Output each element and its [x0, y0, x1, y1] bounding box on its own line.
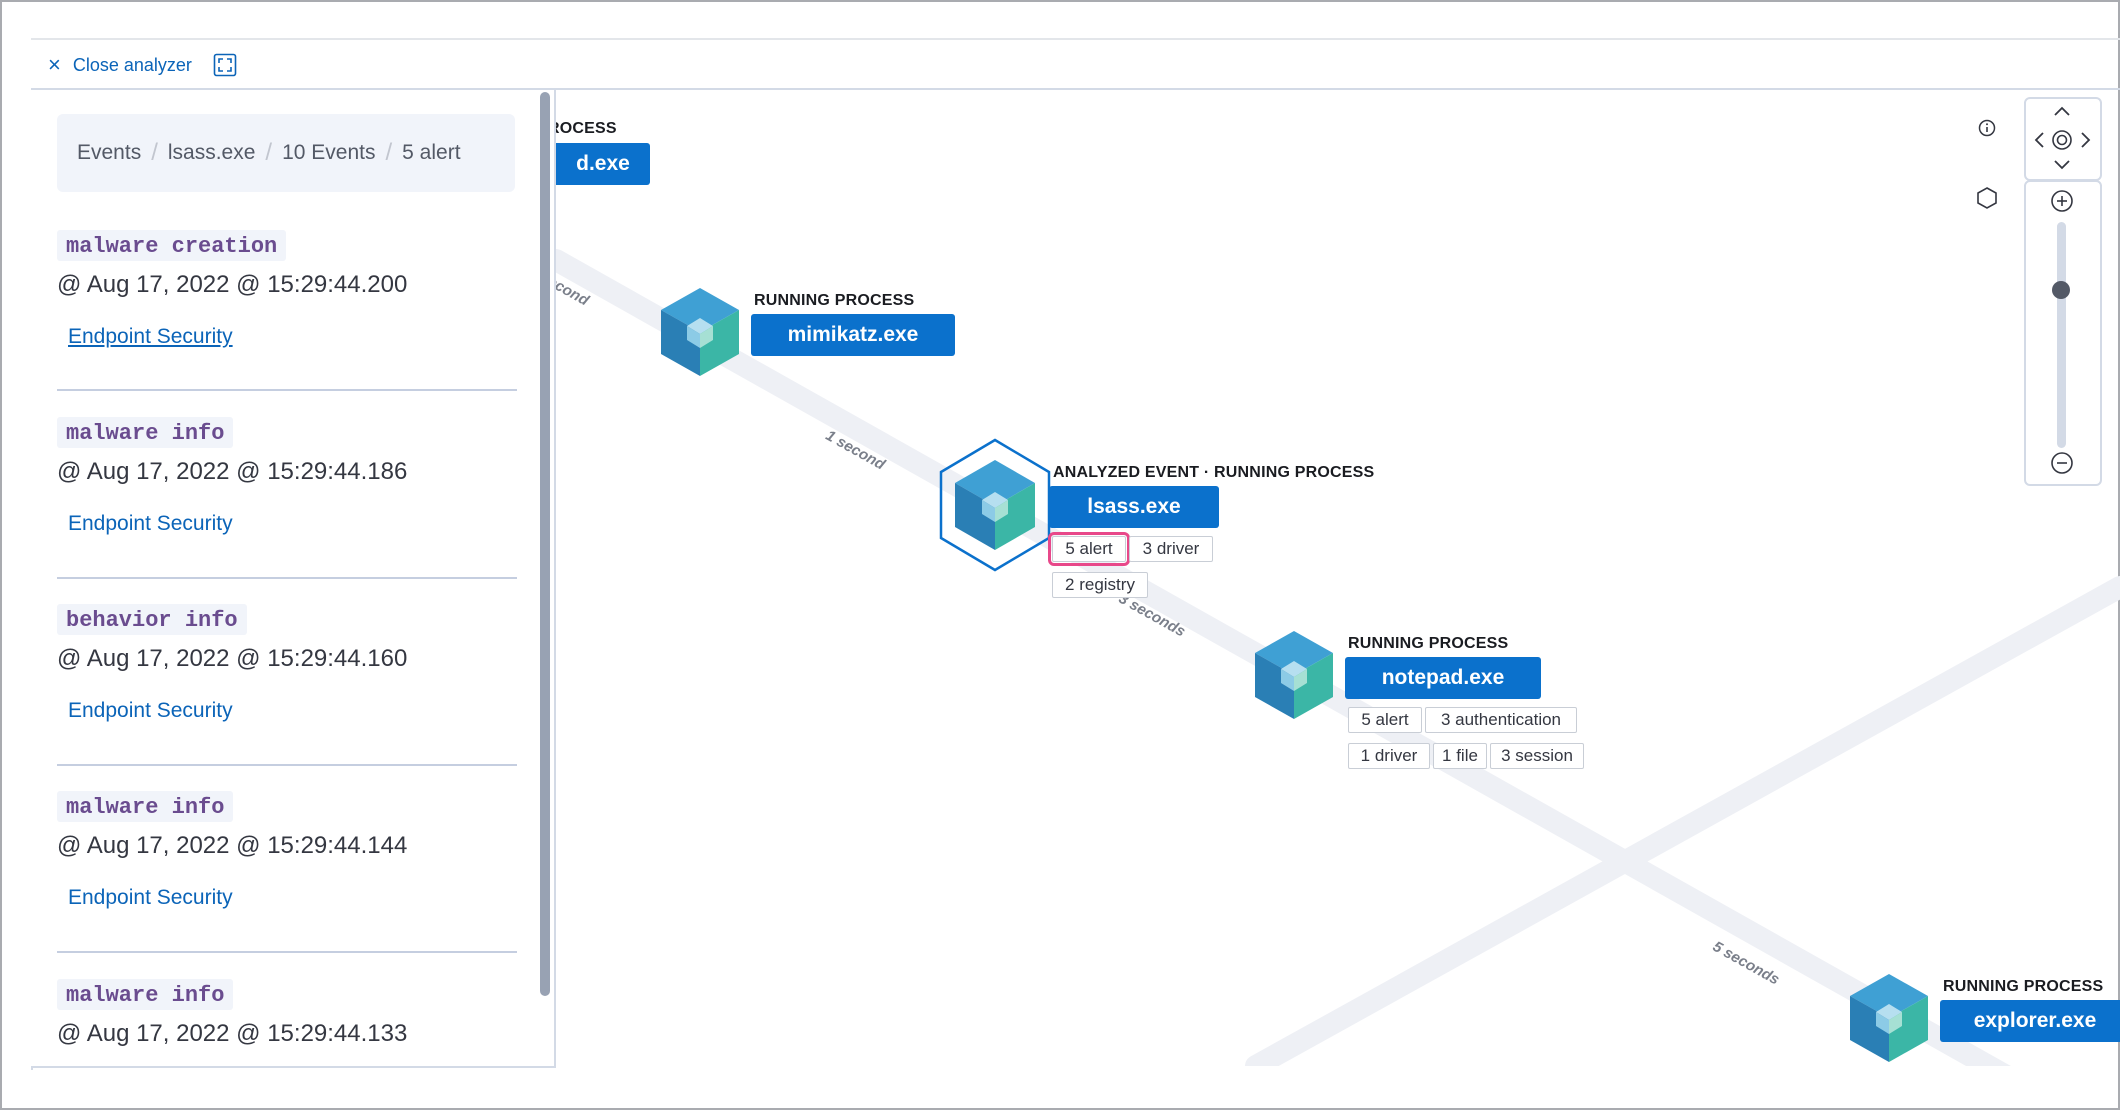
event-source-link[interactable]: Endpoint Security: [68, 325, 233, 348]
info-button[interactable]: [1975, 116, 1999, 140]
event-pill-file[interactable]: 1 file: [1433, 743, 1487, 769]
close-analyzer-label: Close analyzer: [72, 54, 192, 75]
center-button[interactable]: [2049, 127, 2075, 153]
breadcrumb-item-category: 5 alert: [402, 141, 461, 164]
event-timestamp: @ Aug 17, 2022 @ 15:29:44.144: [57, 832, 408, 859]
event-item: malware info @ Aug 17, 2022 @ 15:29:44.1…: [57, 417, 517, 536]
zoom-slider-handle[interactable]: [2052, 280, 2070, 299]
center-icon: [2052, 130, 2072, 150]
close-icon: ×: [48, 52, 61, 77]
breadcrumb-item-event-count[interactable]: 10 Events: [282, 141, 376, 164]
event-source-link[interactable]: Endpoint Security: [68, 886, 233, 909]
process-graph[interactable]: econd 1 second 3 seconds 5 seconds ROCES…: [556, 90, 2120, 1066]
pan-up-icon: [2054, 106, 2070, 116]
event-pill-driver[interactable]: 3 driver: [1129, 536, 1213, 562]
process-cube-icon[interactable]: [659, 286, 741, 378]
close-analyzer-button[interactable]: × Close analyzer: [44, 53, 196, 78]
event-timestamp: @ Aug 17, 2022 @ 15:29:44.160: [57, 645, 408, 672]
event-timestamp: @ Aug 17, 2022 @ 15:29:44.200: [57, 271, 408, 298]
pan-down-icon: [2054, 160, 2070, 170]
event-pill-alert[interactable]: 5 alert: [1048, 532, 1130, 566]
panel-scrollbar[interactable]: [540, 92, 550, 996]
zoom-out-icon: [2051, 452, 2073, 474]
breadcrumb: Events / lsass.exe / 10 Events / 5 alert: [57, 114, 515, 192]
event-pill-driver[interactable]: 1 driver: [1348, 743, 1430, 769]
fullscreen-icon: [213, 53, 237, 77]
event-timestamp: @ Aug 17, 2022 @ 15:29:44.133: [57, 1020, 408, 1047]
zoom-in-button[interactable]: [2049, 188, 2075, 214]
node-title: ROCESS: [556, 120, 617, 137]
event-divider: [57, 389, 517, 391]
breadcrumb-item-events[interactable]: Events: [77, 141, 142, 164]
breadcrumb-item-process[interactable]: lsass.exe: [167, 141, 256, 164]
process-cube-icon[interactable]: [1848, 972, 1930, 1064]
hexagon-icon: [1977, 187, 1997, 209]
process-node-button[interactable]: mimikatz.exe: [751, 314, 955, 356]
event-item: malware info @ Aug 17, 2022 @ 15:29:44.1…: [57, 791, 517, 910]
node-title: RUNNING PROCESS: [1943, 978, 2104, 995]
event-item: malware creation @ Aug 17, 2022 @ 15:29:…: [57, 230, 517, 349]
event-item: malware info @ Aug 17, 2022 @ 15:29:44.1…: [57, 979, 517, 1048]
node-title: ANALYZED EVENT · RUNNING PROCESS: [1053, 464, 1375, 481]
pan-right-button[interactable]: [2077, 128, 2095, 152]
process-name: explorer.exe: [1973, 1009, 2097, 1032]
schema-info-button[interactable]: [1974, 185, 2000, 211]
zoom-in-icon: [2051, 190, 2073, 212]
process-name: lsass.exe: [1087, 495, 1181, 518]
event-source-link[interactable]: Endpoint Security: [68, 699, 233, 722]
event-item: behavior info @ Aug 17, 2022 @ 15:29:44.…: [57, 604, 517, 723]
event-pill-authentication[interactable]: 3 authentication: [1425, 707, 1577, 733]
event-divider: [57, 577, 517, 579]
pan-right-icon: [2081, 132, 2091, 148]
analyzer-toolbar: × Close analyzer: [44, 50, 238, 80]
pan-left-icon: [2034, 132, 2044, 148]
event-pill-registry[interactable]: 2 registry: [1052, 572, 1148, 598]
fullscreen-button[interactable]: [212, 52, 238, 78]
event-category-tag: malware info: [57, 791, 234, 822]
event-category-tag: malware info: [57, 979, 234, 1010]
header-divider: [31, 38, 2120, 40]
event-divider: [57, 951, 517, 953]
event-pill-session[interactable]: 3 session: [1490, 743, 1584, 769]
analyzed-node-cube-icon[interactable]: [939, 438, 1051, 572]
node-title: RUNNING PROCESS: [1348, 635, 1509, 652]
process-node-button[interactable]: d.exe: [556, 143, 650, 185]
process-cube-icon[interactable]: [1253, 629, 1335, 721]
process-name: mimikatz.exe: [787, 323, 919, 346]
process-node-button[interactable]: notepad.exe: [1345, 657, 1541, 699]
event-source-link[interactable]: Endpoint Security: [68, 512, 233, 535]
zoom-slider-track[interactable]: [2057, 222, 2066, 448]
process-name: d.exe: [576, 152, 630, 175]
event-timestamp: @ Aug 17, 2022 @ 15:29:44.186: [57, 458, 408, 485]
node-title: RUNNING PROCESS: [754, 292, 915, 309]
event-pill-alert[interactable]: 5 alert: [1348, 707, 1422, 733]
process-name: notepad.exe: [1381, 666, 1505, 689]
event-category-tag: malware creation: [57, 230, 287, 261]
pan-left-button[interactable]: [2030, 128, 2048, 152]
process-node-button[interactable]: explorer.exe: [1940, 1000, 2120, 1042]
zoom-out-button[interactable]: [2049, 450, 2075, 476]
event-category-tag: behavior info: [57, 604, 247, 635]
graph-edges: [556, 249, 2120, 1066]
event-divider: [57, 764, 517, 766]
pan-up-button[interactable]: [2050, 102, 2074, 120]
process-node-button[interactable]: lsass.exe: [1049, 486, 1219, 528]
info-icon: [1978, 119, 1996, 137]
event-category-tag: malware info: [57, 417, 234, 448]
pan-down-button[interactable]: [2050, 156, 2074, 174]
